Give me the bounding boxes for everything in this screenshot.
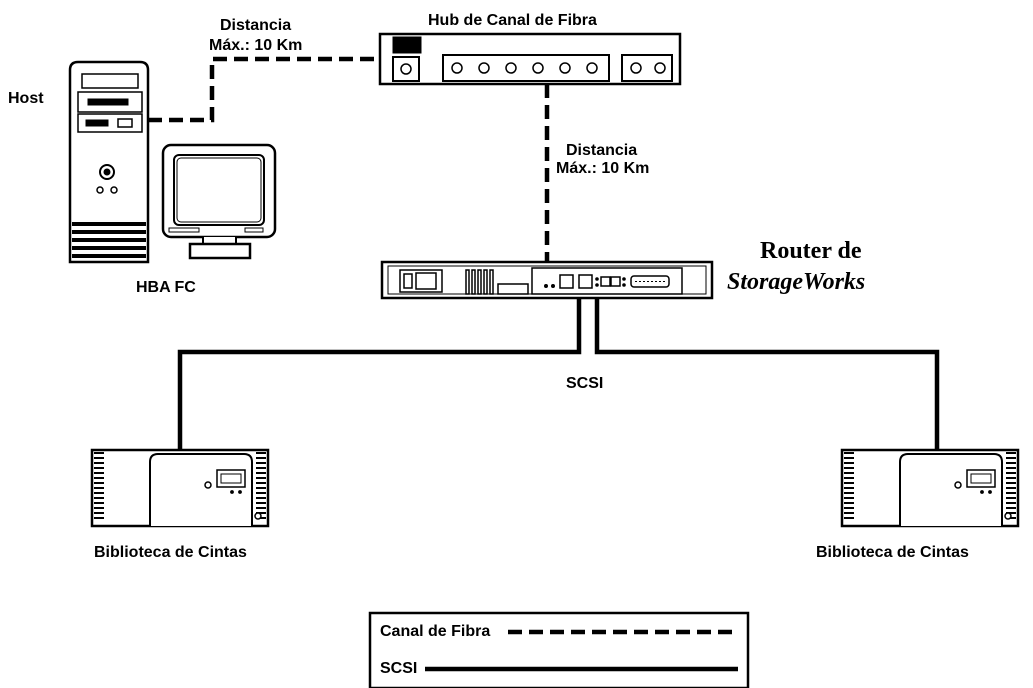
fibre-link-host-hub bbox=[148, 59, 380, 120]
distance-mid-line2: Máx.: 10 Km bbox=[556, 160, 649, 177]
router-label-line2: StorageWorks bbox=[727, 269, 865, 295]
host-label: Host bbox=[8, 90, 44, 107]
legend-scsi-label: SCSI bbox=[380, 660, 417, 677]
router-label-line1: Router de bbox=[760, 238, 862, 264]
tape-library-left bbox=[92, 450, 268, 526]
host-computer bbox=[70, 62, 148, 262]
storageworks-router bbox=[382, 262, 712, 298]
fibre-channel-hub bbox=[380, 34, 680, 84]
hba-label: HBA FC bbox=[136, 279, 196, 296]
library-right-label: Biblioteca de Cintas bbox=[816, 544, 969, 561]
scsi-link-left-library bbox=[180, 298, 579, 450]
scsi-label: SCSI bbox=[566, 375, 603, 392]
distance-top-line2: Máx.: 10 Km bbox=[209, 37, 302, 54]
tape-library-right bbox=[842, 450, 1018, 526]
monitor bbox=[163, 145, 275, 258]
library-left-label: Biblioteca de Cintas bbox=[94, 544, 247, 561]
distance-top-line1: Distancia bbox=[220, 17, 291, 34]
hub-label: Hub de Canal de Fibra bbox=[428, 12, 597, 29]
distance-mid-line1: Distancia bbox=[566, 142, 637, 159]
scsi-link-right-library bbox=[597, 298, 937, 450]
legend-fibre-label: Canal de Fibra bbox=[380, 623, 490, 640]
legend: Canal de Fibra SCSI bbox=[370, 613, 748, 688]
